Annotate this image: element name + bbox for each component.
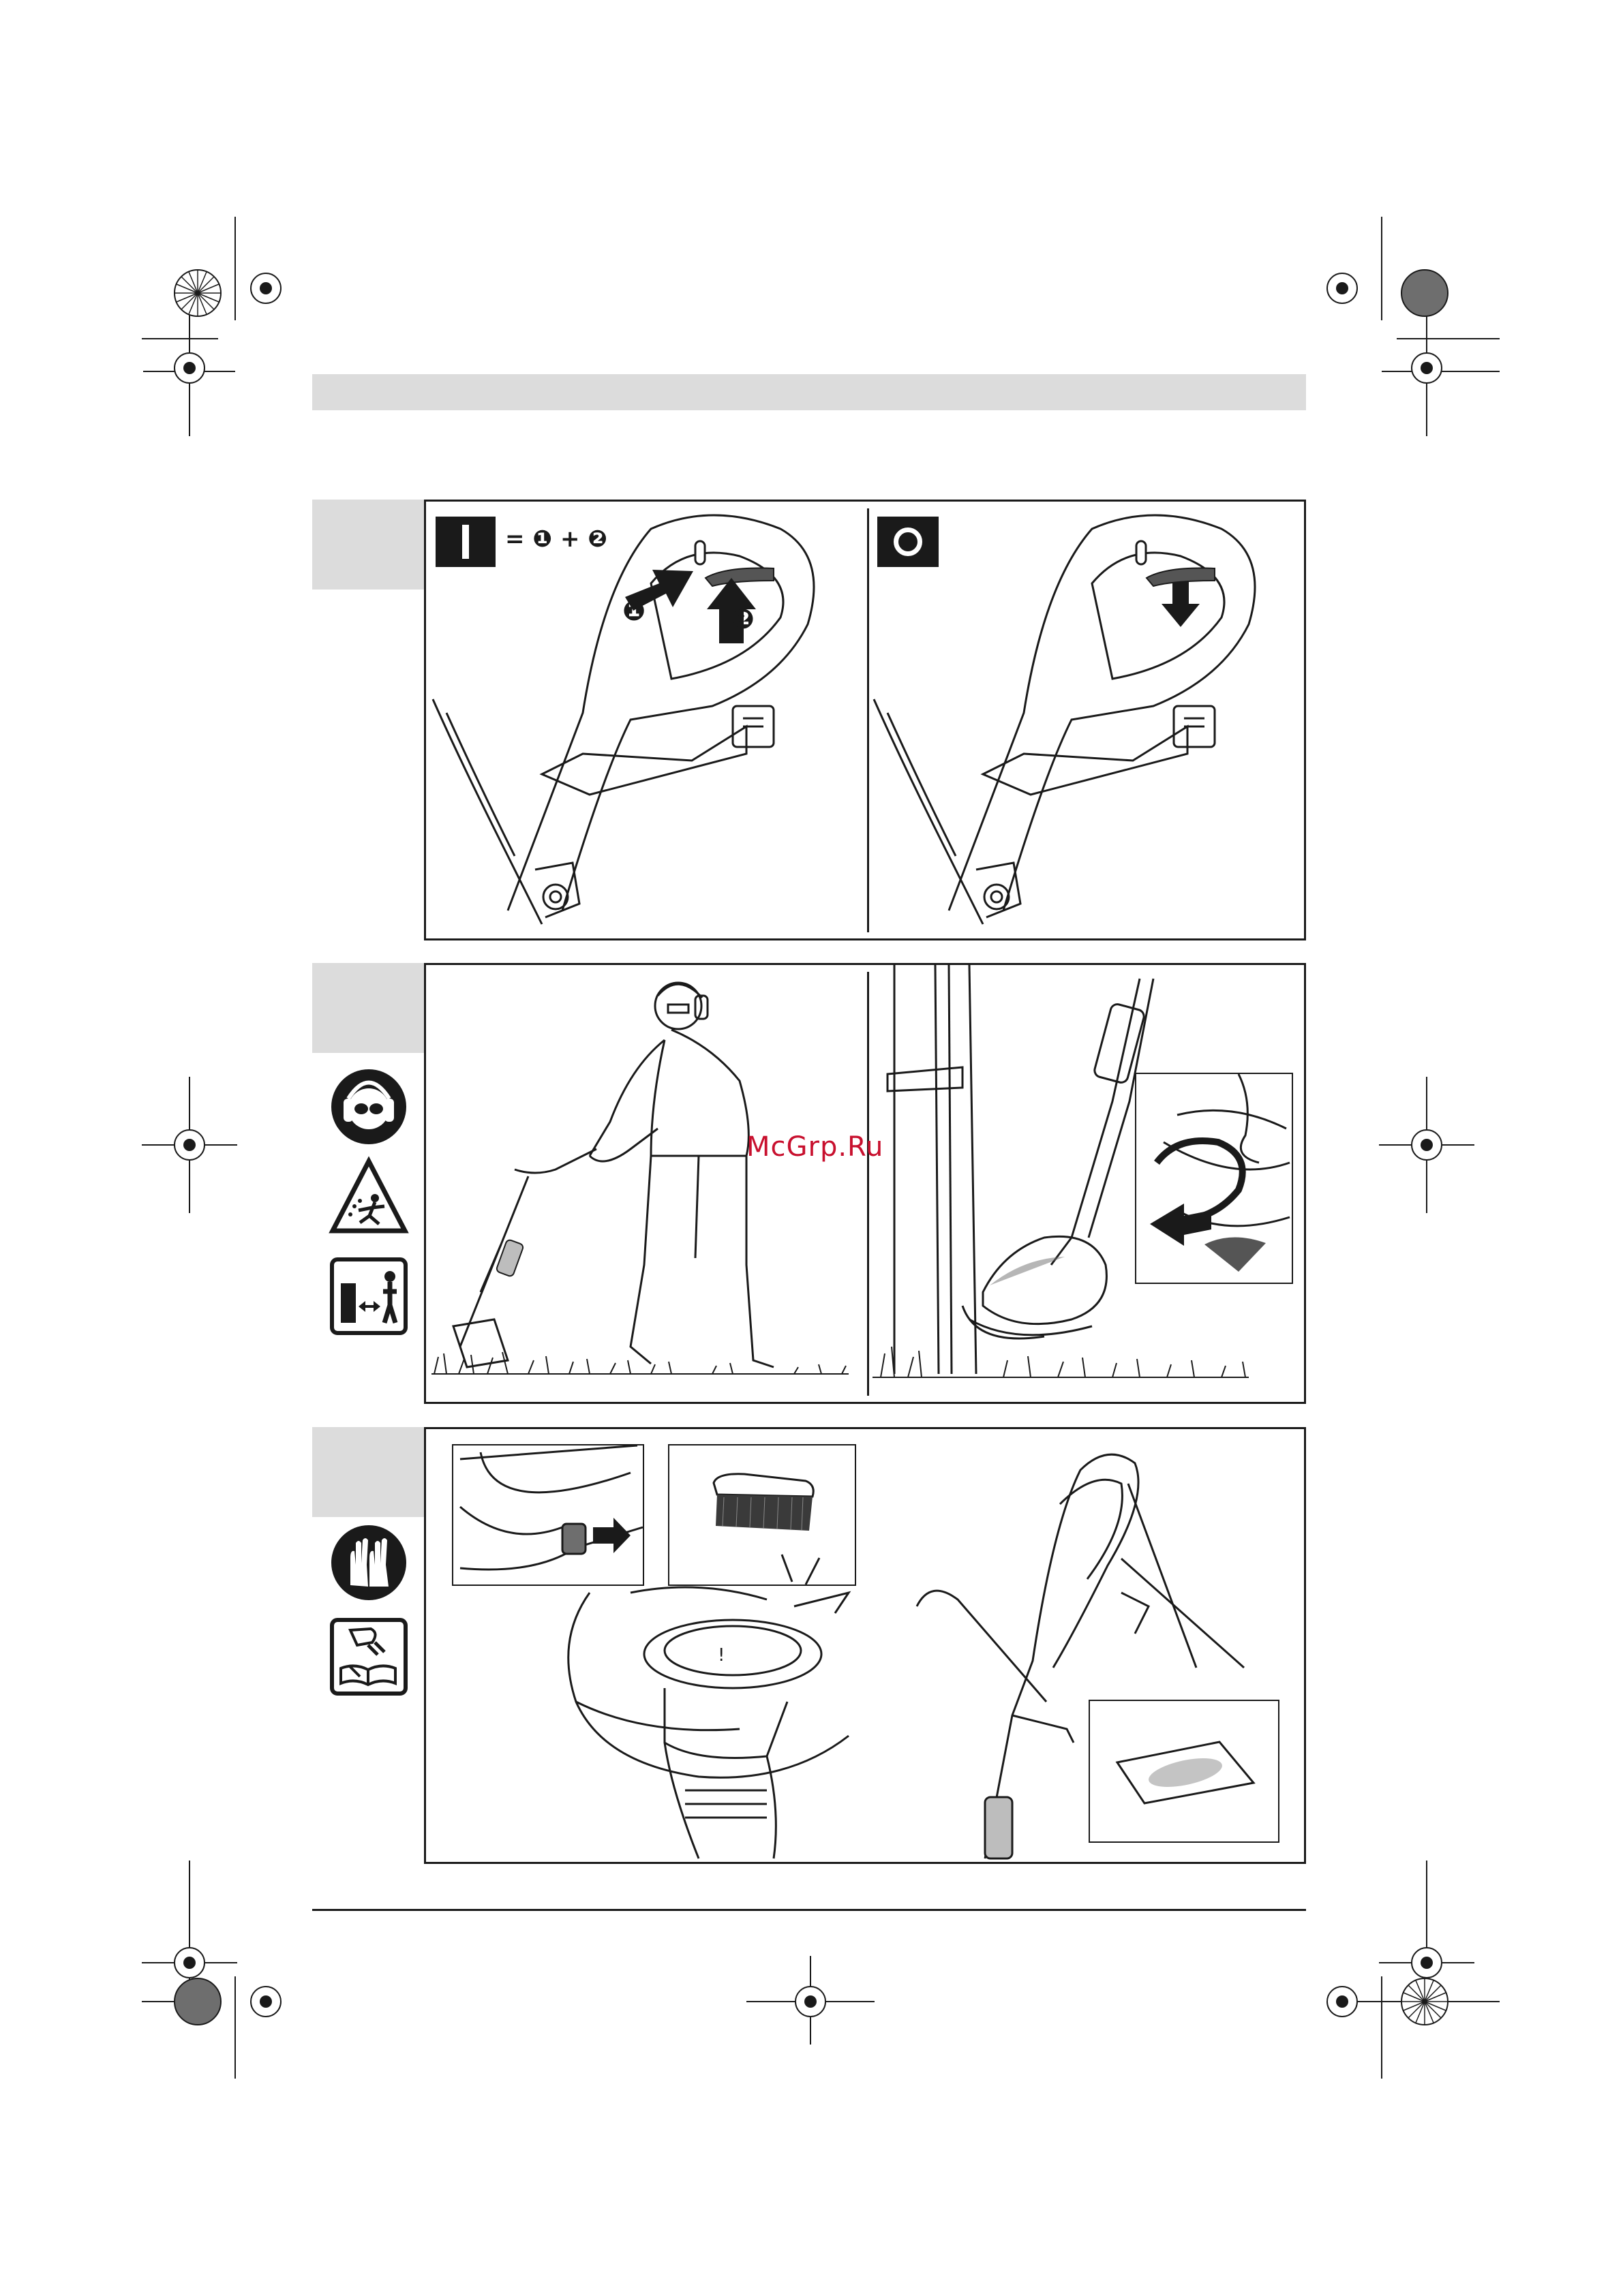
switch-on-off-panel: = ❶ + ❷ ❶ ❷ (424, 500, 1306, 940)
step-1-marker: ❶ (622, 596, 646, 627)
keep-bystanders-away-icon (330, 1257, 408, 1335)
step-2-marker: ❷ (731, 604, 755, 635)
section-tab-2 (312, 963, 424, 1053)
read-manual-icon (330, 1618, 408, 1696)
operator-using-trimmer-illustration (426, 965, 867, 1401)
svg-text:!: ! (718, 1645, 725, 1666)
guard-clip-detail-illustration (1136, 1074, 1292, 1283)
maintenance-panel: ! (424, 1427, 1306, 1864)
section-tab-3 (312, 1427, 424, 1517)
cleaning-brush-icon (669, 1445, 855, 1585)
cleaning-brush-inset (668, 1444, 856, 1586)
wear-gloves-icon (330, 1524, 408, 1602)
operation-panel (424, 963, 1306, 1404)
guard-detail-inset (1135, 1073, 1293, 1284)
wear-eye-and-ear-protection-icon (330, 1068, 408, 1146)
guard-release-illustration (453, 1445, 643, 1585)
spool-head-cleaning-illustration: ! (562, 1586, 883, 1865)
page-header-bar (312, 374, 1306, 410)
watermark-text: McGrp.Ru (746, 1131, 883, 1163)
flying-debris-warning-icon (330, 1159, 408, 1236)
cleaning-cloth-icon (1090, 1701, 1278, 1841)
guard-release-inset (452, 1444, 644, 1586)
section-tab-1 (312, 500, 424, 590)
trimmer-handle-off-illustration (867, 502, 1308, 938)
cloth-inset (1089, 1700, 1279, 1843)
footer-rule (312, 1909, 1306, 1911)
